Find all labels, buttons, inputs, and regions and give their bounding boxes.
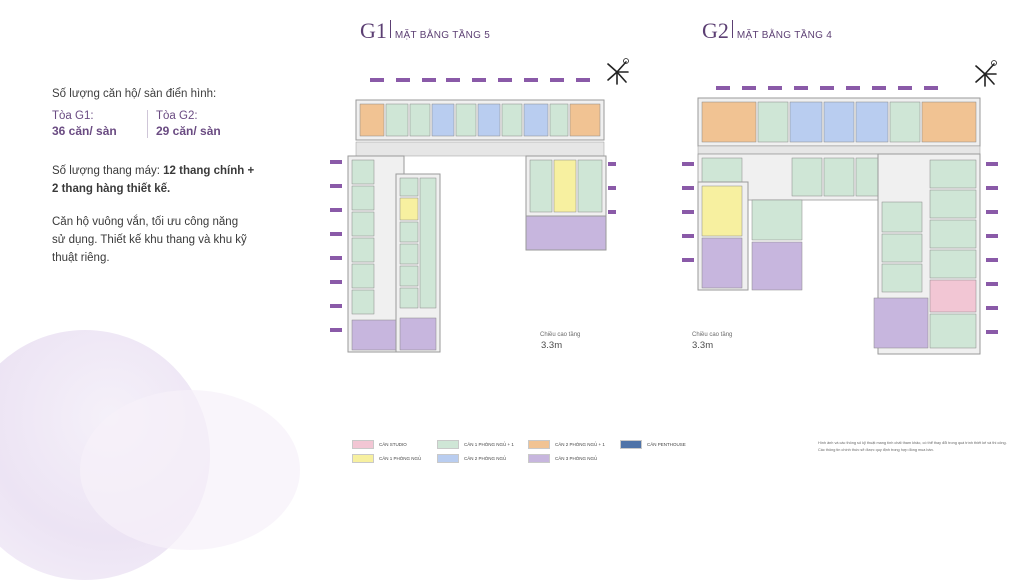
legend-item: CĂN STUDIO xyxy=(352,440,407,449)
tower-counts: Tòa G1: 36 căn/ sàn Tòa G2: 29 căn/ sàn xyxy=(52,110,252,138)
legend-item: CĂN 3 PHÒNG NGỦ xyxy=(528,454,597,463)
legend-label: CĂN STUDIO xyxy=(379,442,407,447)
plan-g1-ceiling-label: Chiều cao tầng xyxy=(540,332,581,338)
plan-g1-subtitle: MẶT BẰNG TẦNG 5 xyxy=(394,30,491,41)
title-divider xyxy=(389,20,391,38)
floor-plan-g1 xyxy=(330,78,616,353)
compass-icon xyxy=(607,58,629,85)
legend-label: CĂN 3 PHÒNG NGỦ xyxy=(555,456,598,461)
title-divider xyxy=(731,20,733,38)
legend-item: CĂN 1 PHÒNG NGỦ + 1 xyxy=(437,440,514,449)
legend-swatch xyxy=(437,454,459,463)
tower-g1: Tòa G1: 36 căn/ sàn xyxy=(52,110,147,138)
legend-swatch xyxy=(620,440,642,449)
legend-label: CĂN 1 PHÒNG NGỦ + 1 xyxy=(464,442,514,447)
legend-label: CĂN 2 PHÒNG NGỦ xyxy=(464,456,507,461)
unit-type-legend: CĂN STUDIO CĂN 1 PHÒNG NGỦ + 1 CĂN 2 PHÒ… xyxy=(352,436,792,466)
legend-swatch xyxy=(352,440,374,449)
floor-plan-g2 xyxy=(682,86,998,355)
legend-swatch xyxy=(528,440,550,449)
plan-g2-code: G2 xyxy=(702,18,729,43)
plan-g1-ceiling-value: 3.3m xyxy=(541,340,563,351)
legend-swatch xyxy=(528,454,550,463)
elevator-info: Số lượng thang máy: 12 thang chính + 2 t… xyxy=(52,162,257,198)
legend-swatch xyxy=(352,454,374,463)
tower-g2-name: Tòa G2: xyxy=(156,110,198,122)
elevator-count: 12 thang chính + 2 thang hàng thiết kế. xyxy=(52,165,255,195)
elevator-prefix: Số lượng thang máy: xyxy=(52,165,164,177)
legend-item: CĂN 2 PHÒNG NGỦ + 1 xyxy=(528,440,605,449)
left-panel: Số lượng căn hộ/ sàn điển hình: Tòa G1: … xyxy=(0,0,300,580)
disclaimer-note: Hình ảnh và các thông số kỹ thuật mang t… xyxy=(818,441,1007,452)
tower-g2: Tòa G2: 29 căn/ sàn xyxy=(147,110,251,138)
decorative-bubble-secondary xyxy=(80,390,300,550)
intro-heading: Số lượng căn hộ/ sàn điển hình: xyxy=(52,88,217,100)
plan-g1-title: G1 MẶT BẰNG TẦNG 5 xyxy=(360,18,490,44)
legend-item: CĂN PENTHOUSE xyxy=(620,440,686,449)
legend-label: CĂN 1 PHÒNG NGỦ xyxy=(379,456,422,461)
plan-g2-ceiling-value: 3.3m xyxy=(692,340,714,351)
compass-icon xyxy=(975,60,997,87)
tower-g2-count: 29 căn/ sàn xyxy=(156,124,221,138)
legend-swatch xyxy=(437,440,459,449)
legend-label: CĂN PENTHOUSE xyxy=(647,442,686,447)
plan-g2-subtitle: MẶT BẰNG TẦNG 4 xyxy=(736,30,833,41)
tower-g1-count: 36 căn/ sàn xyxy=(52,124,117,138)
tower-g1-name: Tòa G1: xyxy=(52,110,94,122)
legend-item: CĂN 2 PHÒNG NGỦ xyxy=(437,454,506,463)
legend-label: CĂN 2 PHÒNG NGỦ + 1 xyxy=(555,442,605,447)
layout-description: Căn hộ vuông vắn, tối ưu công năng sử dụ… xyxy=(52,216,247,264)
plan-g1-code: G1 xyxy=(360,18,387,43)
plan-g2-ceiling-label: Chiều cao tầng xyxy=(692,332,733,338)
plan-g2-title: G2 MẶT BẰNG TẦNG 4 xyxy=(702,18,832,44)
legend-item: CĂN 1 PHÒNG NGỦ xyxy=(352,454,421,463)
